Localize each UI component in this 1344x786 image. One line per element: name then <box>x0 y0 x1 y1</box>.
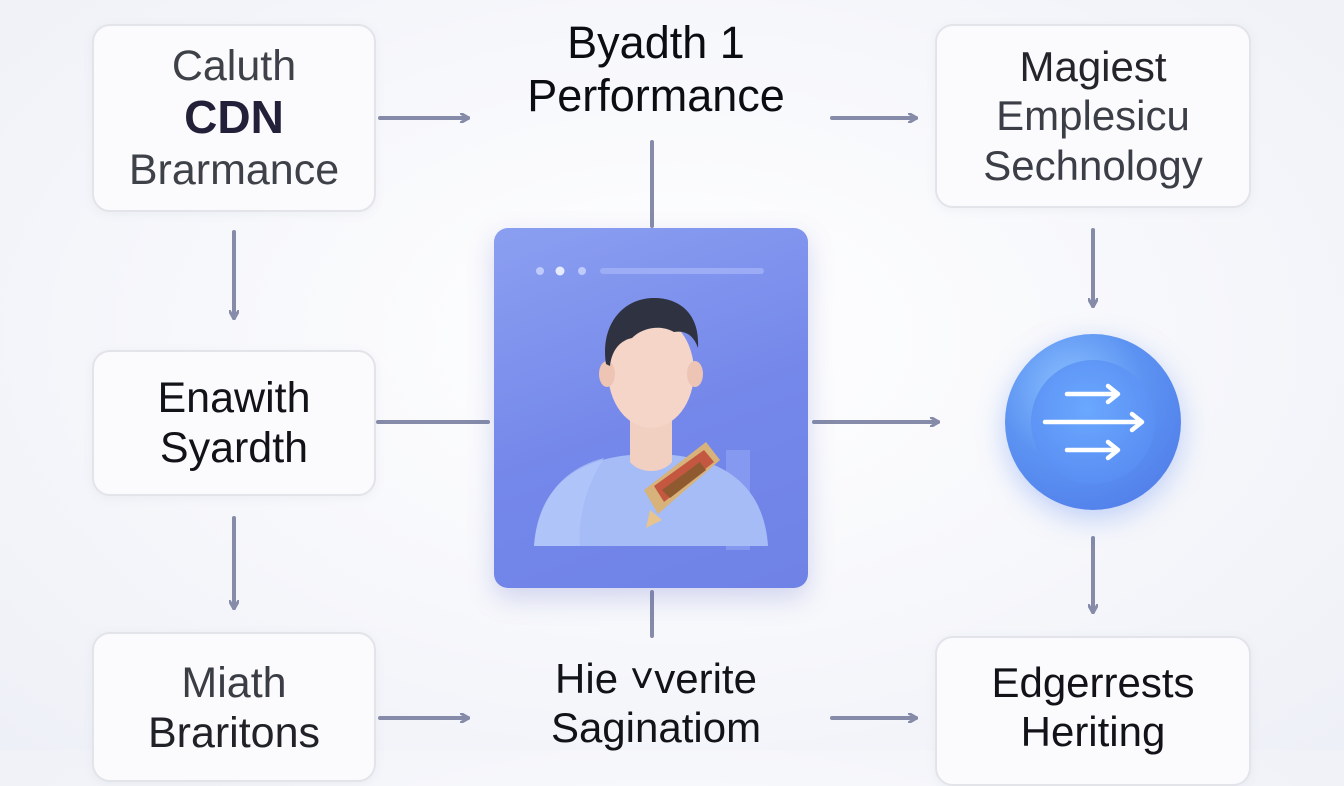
node-bottom-center-line2: Saginatiom <box>550 704 762 752</box>
node-top-right: Magiest Emplesicu Sechnology <box>935 24 1251 208</box>
transfer-arrows-icon <box>1005 334 1181 510</box>
triple-arrow-icon <box>1042 383 1145 461</box>
node-top-right-line3: Sechnology <box>983 141 1203 189</box>
window-address-bar <box>600 268 764 274</box>
node-bottom-left: Miath Braritons <box>92 632 376 782</box>
node-bottom-left-line2: Braritons <box>147 709 321 758</box>
node-bottom-right-line2: Heriting <box>1020 708 1166 756</box>
window-dot-3 <box>578 267 586 275</box>
node-top-left-line2: CDN <box>184 91 284 144</box>
user-profile-window-icon <box>494 228 808 588</box>
node-bottom-right-line1: Edgerrests <box>991 659 1195 706</box>
node-bottom-right: Edgerrests Heriting <box>935 636 1251 786</box>
node-top-center: Byadth 1 Performance <box>480 16 832 122</box>
node-top-right-line1: Magiest <box>1019 43 1167 91</box>
node-top-center-line2: Performance <box>527 70 785 122</box>
avatar-face <box>608 316 694 428</box>
node-middle-left: Enawith Syardth <box>92 350 376 496</box>
shoulder-bag <box>644 442 720 528</box>
avatar-hair <box>605 298 699 366</box>
window-dot-2 <box>555 266 565 276</box>
diagram-connectors <box>0 0 1344 750</box>
node-top-center-line1: Byadth 1 <box>567 17 745 68</box>
node-top-left: Caluth CDN Brarmance <box>92 24 376 212</box>
node-bottom-left-line1: Miath <box>181 659 287 707</box>
node-middle-left-line2: Syardth <box>159 424 309 472</box>
node-middle-left-line1: Enawith <box>157 373 311 422</box>
node-top-left-line1: Caluth <box>171 41 297 90</box>
node-top-right-line2: Emplesicu <box>996 92 1190 140</box>
node-bottom-center-line1: Hie ˅verite <box>555 655 757 702</box>
user-avatar-illustration <box>534 266 768 550</box>
node-bottom-center: Hie ˅verite Saginatiom <box>490 654 822 752</box>
window-dot-1 <box>536 267 544 275</box>
avatar-neck <box>630 420 672 471</box>
node-top-left-line3: Brarmance <box>128 145 340 194</box>
